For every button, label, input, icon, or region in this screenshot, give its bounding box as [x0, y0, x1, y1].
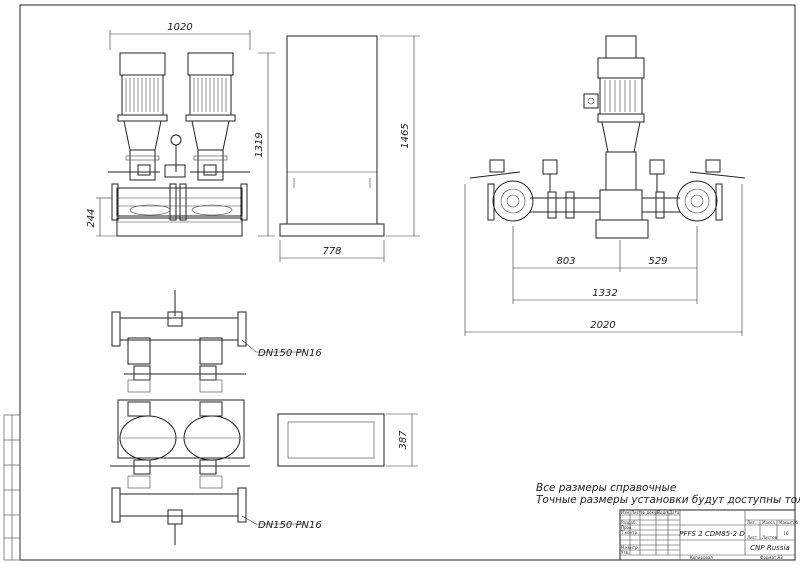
- dim-right-inner-span: 1332: [592, 288, 617, 299]
- svg-text:Масса: Масса: [762, 520, 775, 525]
- front-view: [108, 52, 250, 237]
- svg-text:№ докум.: № докум.: [641, 510, 661, 515]
- svg-text:Изм: Изм: [621, 510, 629, 515]
- terminal-box: [583, 93, 599, 109]
- connection-callouts: DN150 PN16 DN150 PN16: [241, 339, 322, 531]
- dim-right-right-offset: 529: [648, 256, 667, 267]
- motor-2-fan-cover: [187, 52, 234, 76]
- note-line-1: Все размеры справочные: [536, 482, 676, 494]
- svg-text:Листов: Листов: [762, 535, 778, 540]
- motor-right-body: [599, 77, 643, 115]
- title-sheets: 16: [783, 531, 789, 536]
- svg-text:Дата: Дата: [669, 510, 680, 515]
- dim-right-total-span: 2020: [590, 320, 615, 331]
- inlet-flange-left: [492, 180, 534, 222]
- motor-2-body: [189, 74, 232, 116]
- side-dimensions: 1465 778: [279, 35, 420, 262]
- svg-text:Н.контр.: Н.контр.: [621, 545, 639, 550]
- pressure-gauge-icon: [170, 134, 182, 146]
- dim-front-width: 1020: [167, 22, 192, 33]
- title-company: CNP Russia: [750, 544, 789, 552]
- svg-text:Лист: Лист: [631, 510, 642, 515]
- outlet-flange-right: [676, 180, 718, 222]
- svg-text:Утв.: Утв.: [621, 550, 629, 555]
- dim-front-height: 1319: [254, 132, 265, 157]
- title-designation: PFFS 2 CDM85-2 D: [679, 530, 745, 538]
- svg-text:Формат A3: Формат A3: [760, 555, 783, 560]
- dim-side-height: 1465: [400, 123, 411, 148]
- plan-view: [110, 290, 250, 545]
- dim-plan-depth: 387: [398, 430, 409, 450]
- cabinet-body: [286, 35, 378, 225]
- side-view: [279, 35, 385, 237]
- svg-text:Подп.: Подп.: [657, 510, 669, 515]
- motor-1-body: [121, 74, 164, 116]
- svg-text:Лист: Лист: [747, 535, 758, 540]
- dim-right-left-offset: 803: [556, 256, 575, 267]
- motor-1-fan-cover: [119, 52, 166, 76]
- right-view: [469, 35, 746, 239]
- front-dimensions: 1020 1319 244: [86, 22, 275, 237]
- right-dimensions: 803 529 1332 2020: [464, 184, 743, 336]
- note-line-2: Точные размеры установки будут доступны …: [536, 494, 800, 506]
- svg-text:Лит.: Лит.: [747, 520, 756, 525]
- title-block: Изм Лист № докум. Подп. Дата Разраб. Про…: [619, 509, 799, 561]
- connection-top-label: DN150 PN16: [258, 348, 322, 359]
- svg-text:Копировал: Копировал: [690, 555, 713, 560]
- cabinet-plan: 387: [277, 413, 418, 467]
- svg-text:Т.контр.: Т.контр.: [620, 530, 638, 535]
- svg-text:Масштаб: Масштаб: [779, 520, 799, 525]
- svg-text:Пров.: Пров.: [621, 525, 633, 530]
- dim-front-inlet-height: 244: [86, 208, 97, 227]
- dim-side-width: 778: [322, 246, 341, 257]
- connection-bottom-label: DN150 PN16: [258, 520, 322, 531]
- sheet-border: [19, 4, 796, 561]
- svg-text:Разраб.: Разраб.: [621, 520, 637, 525]
